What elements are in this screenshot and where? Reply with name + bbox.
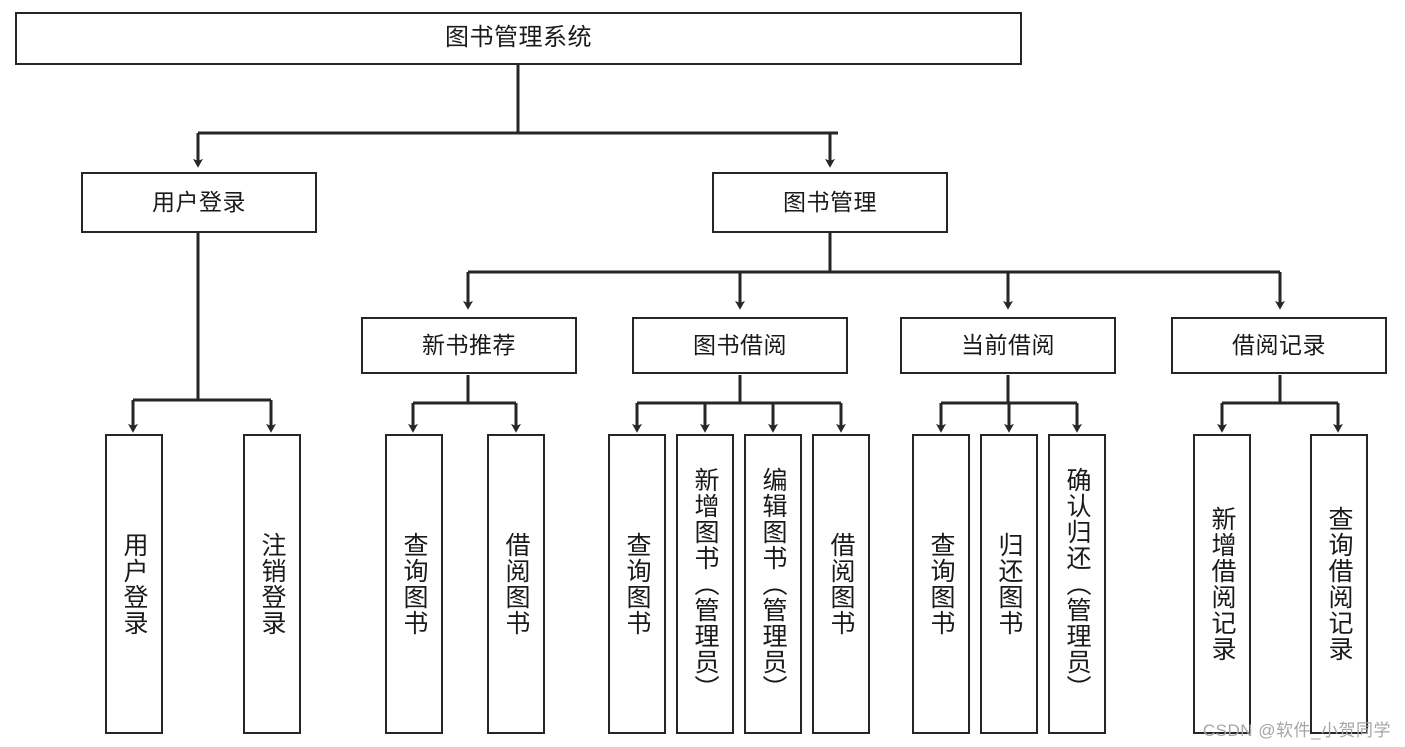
node-leaf-add-borrow-record[interactable]: 新增借阅记录 xyxy=(1193,434,1251,734)
node-label: 查询借阅记录 xyxy=(1325,506,1353,662)
node-label: 借阅图书 xyxy=(502,532,530,636)
watermark-text: CSDN @软件_小贺同学 xyxy=(1202,721,1391,740)
node-leaf-add-book-admin[interactable]: 新增图书（管理员） xyxy=(676,434,734,734)
node-new-book-recommend[interactable]: 新书推荐 xyxy=(361,317,577,374)
node-borrow-record[interactable]: 借阅记录 xyxy=(1171,317,1387,374)
node-label: 注销登录 xyxy=(258,532,286,636)
node-label: 图书管理系统 xyxy=(445,24,592,52)
node-leaf-logout[interactable]: 注销登录 xyxy=(243,434,301,734)
node-user-login[interactable]: 用户登录 xyxy=(81,172,317,233)
node-leaf-borrow-book[interactable]: 借阅图书 xyxy=(812,434,870,734)
node-leaf-query-borrow-record[interactable]: 查询借阅记录 xyxy=(1310,434,1368,734)
node-label: 用户登录 xyxy=(120,532,148,636)
node-label: 确认归还（管理员） xyxy=(1063,467,1091,701)
node-current-borrow[interactable]: 当前借阅 xyxy=(900,317,1116,374)
node-label: 查询图书 xyxy=(400,532,428,636)
node-book-management[interactable]: 图书管理 xyxy=(712,172,948,233)
node-label: 新增图书（管理员） xyxy=(691,467,719,701)
node-label: 借阅记录 xyxy=(1232,331,1326,358)
node-label: 用户登录 xyxy=(152,188,246,215)
node-leaf-return-book[interactable]: 归还图书 xyxy=(980,434,1038,734)
node-leaf-borrow-book-recommend[interactable]: 借阅图书 xyxy=(487,434,545,734)
node-leaf-query-book-recommend[interactable]: 查询图书 xyxy=(385,434,443,734)
node-label: 查询图书 xyxy=(927,532,955,636)
node-label: 新书推荐 xyxy=(422,331,516,358)
node-leaf-edit-book-admin[interactable]: 编辑图书（管理员） xyxy=(744,434,802,734)
node-leaf-query-book-borrow[interactable]: 查询图书 xyxy=(608,434,666,734)
node-leaf-query-book-current[interactable]: 查询图书 xyxy=(912,434,970,734)
node-label: 编辑图书（管理员） xyxy=(759,467,787,701)
node-label: 图书管理 xyxy=(783,188,877,215)
node-label: 归还图书 xyxy=(995,532,1023,636)
node-label: 借阅图书 xyxy=(827,532,855,636)
node-label: 新增借阅记录 xyxy=(1208,506,1236,662)
node-leaf-user-login[interactable]: 用户登录 xyxy=(105,434,163,734)
node-label: 当前借阅 xyxy=(961,331,1055,358)
node-leaf-confirm-return-admin[interactable]: 确认归还（管理员） xyxy=(1048,434,1106,734)
node-root-system[interactable]: 图书管理系统 xyxy=(15,12,1022,65)
node-label: 图书借阅 xyxy=(693,331,787,358)
node-label: 查询图书 xyxy=(623,532,651,636)
node-book-borrow[interactable]: 图书借阅 xyxy=(632,317,848,374)
